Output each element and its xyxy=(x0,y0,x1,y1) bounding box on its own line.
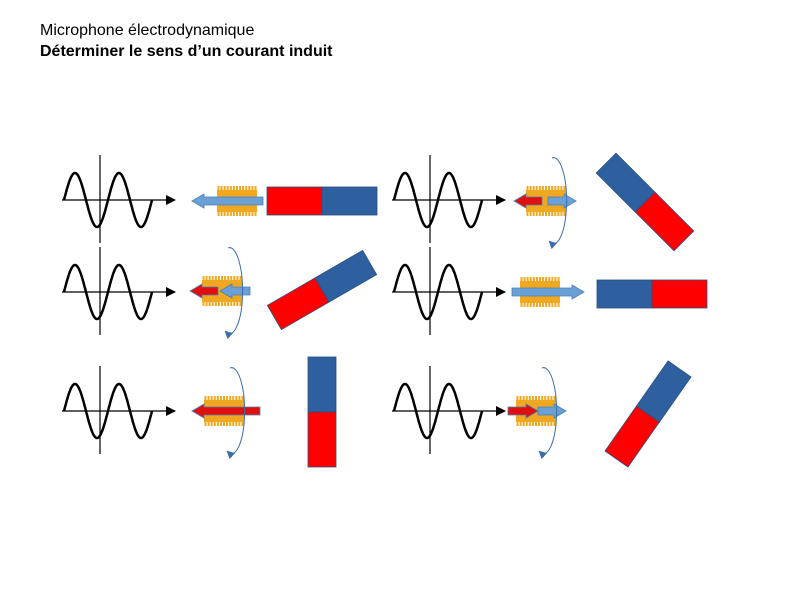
panels-layer xyxy=(62,152,708,468)
sine-curve xyxy=(392,263,484,321)
panel-p4 xyxy=(392,247,708,335)
current-arrow xyxy=(191,403,261,419)
magnet-pole xyxy=(635,360,692,423)
sine-curve xyxy=(392,171,484,229)
current-arrow xyxy=(507,403,539,419)
magnet xyxy=(595,152,695,252)
magnet xyxy=(596,279,708,309)
sine-curve xyxy=(62,171,154,229)
magnet-pole xyxy=(266,186,323,216)
magnet-pole xyxy=(307,411,337,468)
panel-p2 xyxy=(392,152,695,252)
sine-curve xyxy=(62,382,154,440)
magnet-pole xyxy=(634,191,695,252)
panel-p6 xyxy=(392,360,692,468)
magnet-pole xyxy=(321,186,378,216)
magnet xyxy=(266,249,378,331)
rotation-arrow xyxy=(224,247,244,340)
magnet xyxy=(604,360,692,468)
rotation-arrow xyxy=(226,367,246,460)
magnet-pole xyxy=(651,279,708,309)
rotation-arrow xyxy=(538,367,558,460)
field-arrow xyxy=(191,193,264,209)
magnet-pole xyxy=(307,356,337,413)
sine-curve xyxy=(62,263,154,321)
magnet xyxy=(307,356,337,468)
field-arrow xyxy=(537,403,567,419)
sine-curve xyxy=(392,382,484,440)
magnet-pole xyxy=(596,279,653,309)
current-arrow xyxy=(513,193,543,209)
field-arrow xyxy=(547,193,577,209)
magnet xyxy=(266,186,378,216)
panel-p3 xyxy=(62,247,378,340)
page-title: Microphone électrodynamique xyxy=(40,22,255,39)
title-block: Microphone électrodynamique Déterminer l… xyxy=(40,20,333,62)
magnet-pole xyxy=(314,249,378,303)
field-arrow xyxy=(511,284,585,300)
panel-p5 xyxy=(62,356,337,468)
rotation-arrow xyxy=(548,157,568,250)
current-arrow xyxy=(189,283,219,299)
panel-p1 xyxy=(62,155,378,243)
page-subtitle: Déterminer le sens d’un courant induit xyxy=(40,43,333,60)
